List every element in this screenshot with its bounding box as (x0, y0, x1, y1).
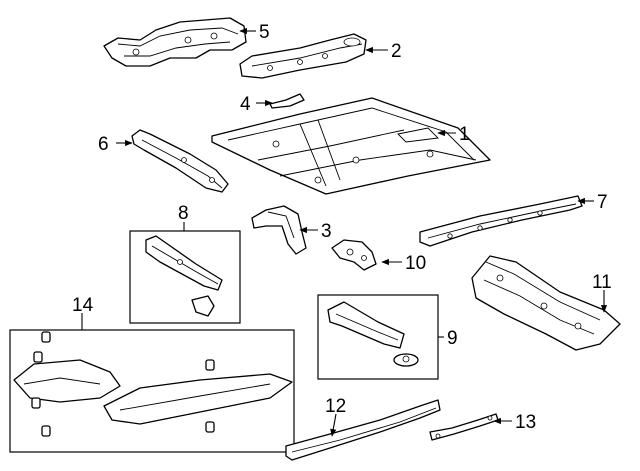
part-12-rocker-panel[interactable] (285, 399, 441, 461)
clip-icon[interactable] (31, 397, 41, 409)
part-4-bracket[interactable] (269, 93, 305, 109)
callout-9: 9 (447, 328, 458, 349)
callout-5: 5 (259, 22, 270, 43)
part-1-floor-pan[interactable] (211, 97, 491, 195)
callout-12: 12 (325, 396, 346, 417)
part-5-heat-insulator[interactable] (103, 17, 247, 67)
part-13-brace[interactable] (429, 413, 499, 441)
part-9-bracket[interactable] (327, 301, 405, 349)
callout-10: 10 (405, 253, 426, 274)
leader-12 (330, 413, 337, 437)
part-3-bracket[interactable] (251, 205, 307, 255)
part-14-clips[interactable] (31, 331, 215, 437)
callout-13: 13 (515, 412, 536, 433)
callout-7: 7 (597, 192, 608, 213)
part-8-member[interactable] (145, 235, 223, 291)
leader-lines (81, 27, 608, 437)
kit-box-14 (9, 329, 295, 453)
part-10-bracket[interactable] (331, 239, 377, 271)
part-14-cover-right[interactable] (103, 373, 293, 425)
callout-2: 2 (391, 41, 402, 62)
part-8-clip[interactable] (191, 295, 215, 317)
callout-3: 3 (321, 221, 332, 242)
clip-icon[interactable] (205, 421, 215, 433)
clip-icon[interactable] (41, 425, 51, 437)
clip-icon[interactable] (33, 351, 43, 363)
callout-4: 4 (240, 94, 251, 115)
part-2-reinforcement[interactable] (239, 33, 367, 79)
part-14-cover-left[interactable] (13, 359, 121, 403)
callout-6: 6 (98, 134, 109, 155)
kit-box-9 (317, 294, 439, 380)
clip-icon[interactable] (41, 331, 51, 343)
part-11-side-sill[interactable] (471, 255, 621, 351)
callout-1: 1 (459, 124, 470, 145)
part-6-side-member[interactable] (131, 129, 229, 193)
part-7-rocker-reinforcement[interactable] (419, 195, 583, 247)
kit-box-8 (129, 230, 241, 324)
callout-14: 14 (72, 295, 94, 316)
box-8-frame (129, 230, 241, 324)
callout-11: 11 (592, 272, 612, 293)
clip-icon[interactable] (205, 359, 215, 371)
callout-8: 8 (178, 203, 189, 224)
box-14-frame (9, 329, 295, 453)
callout-labels: 5 2 4 1 6 7 3 10 8 11 14 9 12 13 (72, 22, 612, 433)
part-9-nut[interactable] (393, 353, 419, 367)
